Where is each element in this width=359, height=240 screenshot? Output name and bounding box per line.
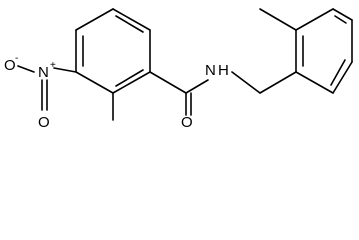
amide-nitrogen-label: N (205, 62, 216, 79)
bond-n-to-o-anion (17, 65, 35, 73)
bond-ring1-d (75, 71, 114, 94)
bond-n-to-ch2 (231, 71, 261, 94)
carbonyl-oxygen-label: O (181, 114, 193, 131)
nitro-oxygen-charge: - (15, 53, 18, 64)
bond-ring2-b (295, 8, 334, 31)
bond-ring1-double-1 (115, 15, 144, 33)
bond-ring1-c (112, 71, 151, 94)
benzene-ring-left (75, 8, 151, 94)
nitro-oxygen-double-label: O (38, 114, 50, 131)
nitro-nitrogen-label: N (38, 64, 49, 81)
bond-ring-to-carbonyl (149, 71, 187, 94)
bond-ring2-c (332, 8, 353, 21)
bond-ring2-e (332, 61, 353, 94)
benzene-ring-right (295, 8, 353, 94)
structure-diagram: O - N + O O N H (4, 8, 353, 131)
nitro-group: O - N + O (4, 53, 77, 131)
molecule-canvas: O - N + O O N H (4, 8, 353, 131)
amide-hydrogen-label: H (218, 62, 229, 79)
amide-group: O N H (149, 62, 229, 131)
bond-ring-to-nitro-n (53, 67, 77, 73)
bond-ring1-double-2 (115, 69, 144, 87)
bond-ring2-f (295, 71, 334, 94)
bond-methyl-right (259, 8, 297, 31)
bond-ring1-f (75, 8, 114, 31)
bond-ring2-double-3 (330, 59, 346, 86)
bond-ring2-double-2 (334, 15, 347, 24)
nitro-nitrogen-charge: + (50, 60, 56, 71)
bond-carbonyl-to-n (185, 79, 209, 94)
nitro-oxygen-anion-label: O (4, 57, 16, 74)
bond-ring1-a (112, 8, 151, 31)
bond-ch2-to-ring (259, 71, 297, 94)
